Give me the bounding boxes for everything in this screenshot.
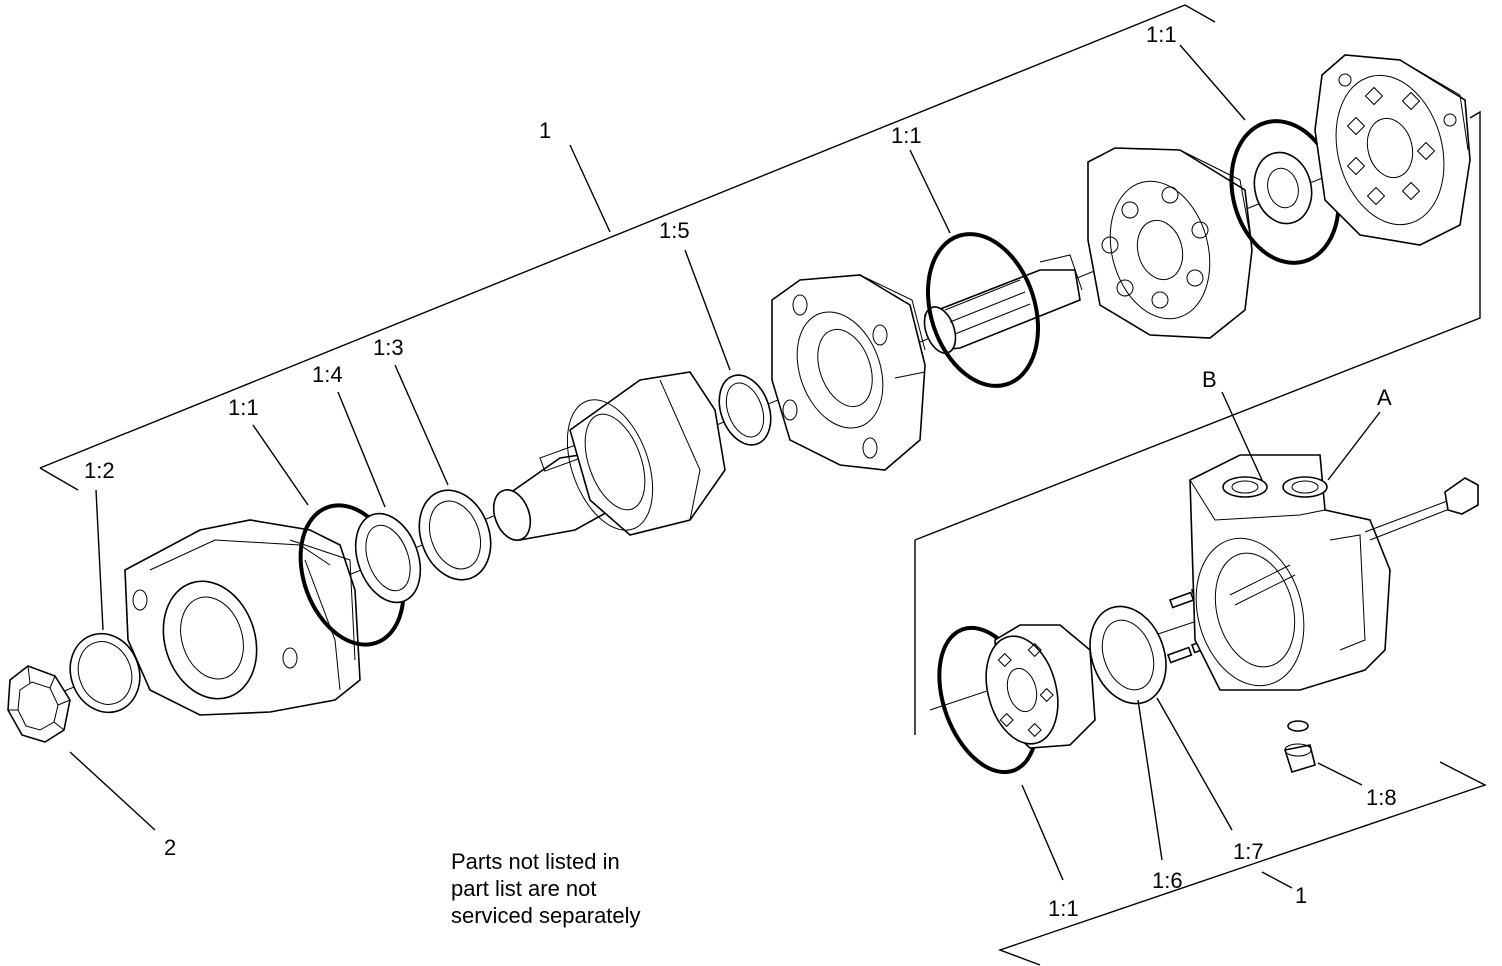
- label-oring-shaft: 1:1: [891, 123, 922, 148]
- label-oring-lower: 1:1: [1048, 896, 1079, 921]
- service-note: Parts not listed in part list are not se…: [451, 849, 641, 928]
- castle-nut: [7, 665, 71, 743]
- front-housing: [124, 519, 361, 716]
- label-seal-1-4: 1:4: [312, 362, 343, 387]
- label-ring-1-2: 1:2: [84, 458, 115, 483]
- label-washer-1-3: 1:3: [373, 335, 404, 360]
- label-washer-1-5: 1:5: [659, 218, 690, 243]
- label-washer-1-7: 1:7: [1233, 839, 1264, 864]
- lower-assembly-bracket: [914, 540, 1487, 966]
- label-seal-1-6: 1:6: [1152, 868, 1183, 893]
- gerotor-housing: [1087, 147, 1253, 339]
- label-nut-2: 2: [164, 835, 176, 860]
- seal-1-6: [1089, 605, 1167, 705]
- commutator-set: [985, 624, 1096, 749]
- washer-1-5: [718, 374, 772, 446]
- label-port-b: B: [1202, 367, 1217, 392]
- oring-shaft: [925, 232, 1041, 388]
- port-housing: [1189, 454, 1391, 691]
- star-rotor: [1253, 151, 1313, 225]
- note-line-3: serviced separately: [451, 903, 641, 928]
- flange-plate: [771, 274, 926, 471]
- drive-shaft: [923, 254, 1083, 354]
- note-line-2: part list are not: [451, 876, 597, 901]
- leader-lines: [69, 44, 1381, 889]
- upper-assembly-bracket: [39, 4, 1481, 541]
- label-plug-1-8: 1:8: [1366, 785, 1397, 810]
- note-line-1: Parts not listed in: [451, 849, 620, 874]
- label-assembly-top: 1: [539, 118, 551, 143]
- long-bolt: [1364, 477, 1479, 541]
- label-assembly-lower: 1: [1295, 883, 1307, 908]
- output-shaft: [492, 371, 726, 541]
- label-port-a: A: [1377, 385, 1392, 410]
- plug-1-8: [1283, 720, 1316, 773]
- washer-1-3: [418, 489, 492, 581]
- end-cap: [1314, 54, 1471, 246]
- label-oring-top-right: 1:1: [1146, 22, 1177, 47]
- label-oring-housing: 1:1: [228, 395, 259, 420]
- seal-1-4: [354, 512, 422, 604]
